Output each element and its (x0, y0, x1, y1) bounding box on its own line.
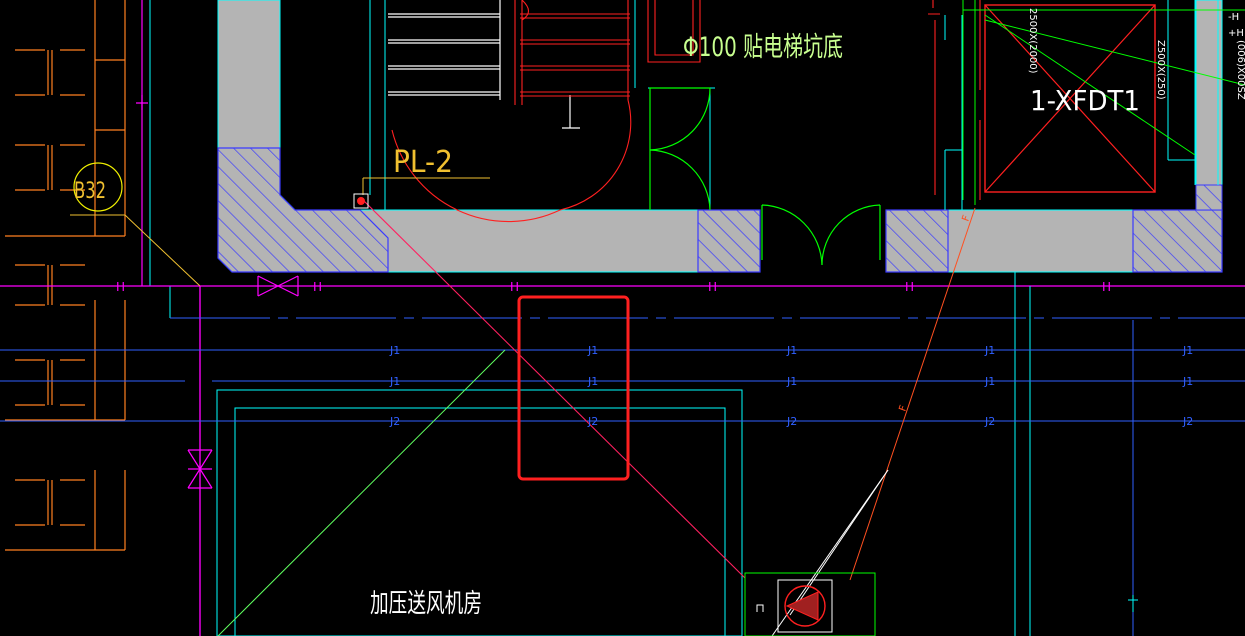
side-label-h1: -H (1228, 12, 1239, 23)
pl2-leader (353, 177, 490, 209)
j2-marker-2: J2 (587, 415, 598, 428)
red-stair-detail (391, 0, 981, 223)
j-pipe-lines (0, 349, 1245, 422)
side-label-h2: +H (1228, 28, 1244, 39)
f-marker-1: F (960, 214, 972, 223)
j1-marker-3: J1 (786, 344, 797, 357)
j1-marker-5: J1 (1182, 344, 1193, 357)
j1-marker-2: J1 (587, 344, 598, 357)
pipe-tag-label: PL-2 (393, 145, 453, 180)
f-marker-2: F (897, 404, 909, 413)
highlight-box[interactable] (517, 295, 630, 481)
column-tag-label: B32 (74, 179, 106, 204)
cyan-left-risers (149, 0, 171, 318)
text-layer: Φ100 贴电梯坑底 PL-2 1-XFDT1 加压送风机房 B32 H H H… (74, 8, 1245, 619)
h-marker-6: H (1102, 280, 1111, 294)
dim-label-b: Z500X(250) (1155, 40, 1166, 100)
h-marker-4: H (708, 280, 717, 294)
cyan-ducts (170, 272, 1245, 636)
h-marker-5: H (905, 280, 914, 294)
left-fixtures (5, 0, 126, 551)
door-swings (649, 87, 881, 266)
j1-marker-8: J1 (786, 375, 797, 388)
pit-note-label: Φ100 贴电梯坑底 (683, 32, 843, 63)
column-bubble (73, 162, 123, 212)
j1-marker-4: J1 (984, 344, 995, 357)
stair-treads (388, 0, 580, 129)
dim-label-a: 2500X(2000) (1027, 8, 1038, 74)
j1-marker-9: J1 (984, 375, 995, 388)
j1-marker-6: J1 (389, 375, 400, 388)
j1-marker-7: J1 (587, 375, 598, 388)
j1-marker-1: J1 (389, 344, 400, 357)
walls (217, 0, 1223, 273)
dim-label-c: (006)X00SZ (1235, 40, 1245, 100)
j2-marker-3: J2 (786, 415, 797, 428)
j2-marker-5: J2 (1182, 415, 1193, 428)
h-pipe-line (0, 95, 1245, 636)
j2-marker-1: J2 (389, 415, 400, 428)
equipment-tag-label: 1-XFDT1 (1030, 84, 1140, 117)
j1-marker-10: J1 (1182, 375, 1193, 388)
room-name-label: 加压送风机房 (370, 589, 482, 619)
j2-marker-4: J2 (984, 415, 995, 428)
h-marker-1: H (116, 280, 125, 294)
h-marker-2: H (313, 280, 322, 294)
diagonals (70, 199, 976, 636)
cyan-partition-lines (369, 0, 1219, 210)
elevator-shaft (962, 0, 1245, 205)
h-marker-3: H (510, 280, 519, 294)
fan-unit (744, 572, 876, 636)
